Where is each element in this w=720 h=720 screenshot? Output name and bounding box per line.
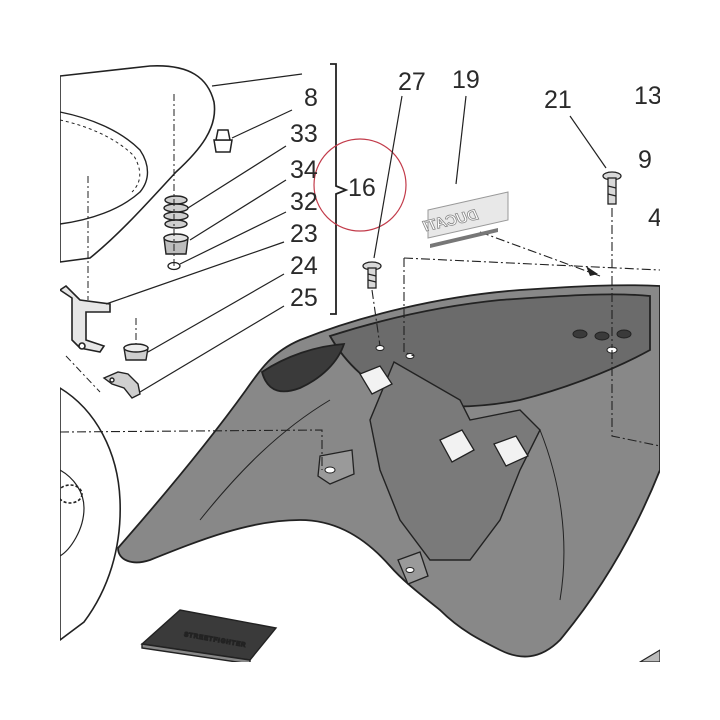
callout-16: 16 xyxy=(348,174,376,202)
owners-manual: STREETFIGHTER xyxy=(140,609,278,665)
callout-9: 9 xyxy=(638,146,652,174)
mount-hole-left xyxy=(359,365,393,395)
callout-34: 34 xyxy=(290,156,318,184)
bushing-34 xyxy=(163,233,189,255)
callout-25: 25 xyxy=(290,284,318,312)
tail-callout-leaders xyxy=(373,95,607,259)
decal-arrow xyxy=(586,266,598,276)
frame-mask-left xyxy=(0,0,60,720)
partial-part-bottom-right xyxy=(637,648,661,663)
tail-assembly-axis-lines xyxy=(59,208,661,470)
callout-32: 32 xyxy=(290,188,318,216)
callout-33: 33 xyxy=(290,120,318,148)
tail-section xyxy=(117,284,661,658)
callout-27: 27 xyxy=(398,68,426,96)
screw-27 xyxy=(362,261,382,289)
grommet-24 xyxy=(123,343,149,361)
callout-24: 24 xyxy=(290,252,318,280)
frame-mask-right xyxy=(660,0,720,720)
group-brace xyxy=(330,63,349,315)
highlight-circle xyxy=(313,138,407,232)
seat-fastener-rubber-8 xyxy=(213,129,233,153)
callout-numbers: 8 33 34 32 23 24 25 16 27 19 21 13 9 4 xyxy=(290,66,662,312)
screw-21 xyxy=(602,171,622,205)
callout-19: 19 xyxy=(452,66,480,94)
callout-4: 4 xyxy=(648,204,662,232)
mount-hole-center xyxy=(439,429,475,463)
callout-13: 13 xyxy=(634,82,662,110)
spring-33 xyxy=(163,195,189,229)
seat-assembly-axis-lines xyxy=(65,94,175,393)
seat-bracket xyxy=(58,284,111,353)
callout-21: 21 xyxy=(544,86,572,114)
fuel-tank xyxy=(57,386,121,642)
hook-25 xyxy=(102,371,141,399)
callout-8: 8 xyxy=(304,84,318,112)
callout-23: 23 xyxy=(290,220,318,248)
vent-mesh xyxy=(260,343,346,393)
seat-leader-lines xyxy=(105,73,303,393)
decal-19: DUCATI xyxy=(421,191,509,248)
mount-hole-lower xyxy=(493,435,529,467)
frame-mask-bottom xyxy=(0,662,720,720)
seat xyxy=(59,65,216,263)
